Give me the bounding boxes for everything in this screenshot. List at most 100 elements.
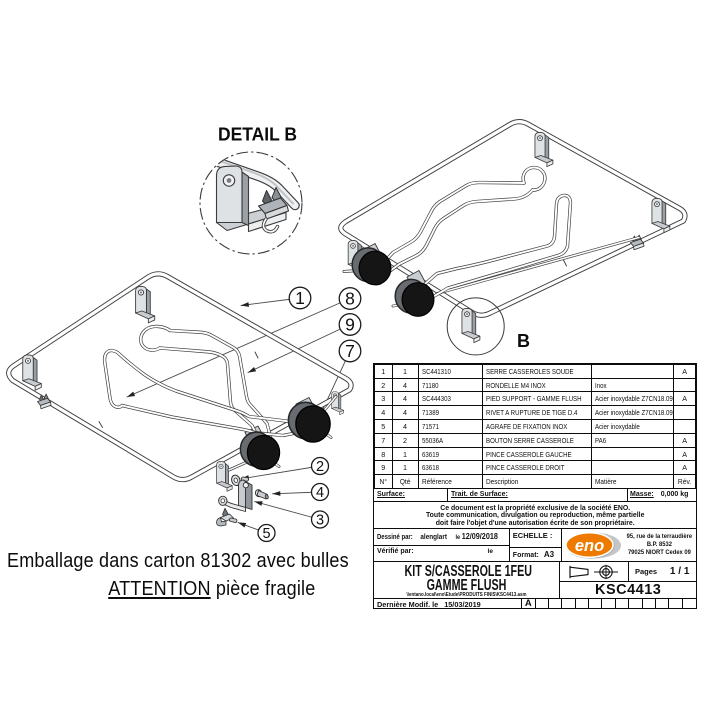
- cell-qty: 4: [391, 419, 419, 434]
- cell-rev: A: [672, 460, 697, 476]
- revision-letter-cell: A: [522, 598, 536, 610]
- projection-symbol-cell: [560, 562, 629, 582]
- callout-9: [338, 313, 362, 336]
- cell-qty: 4: [391, 391, 419, 407]
- callout-balloons: 1 8 9 7 2 4 3 5: [257, 286, 362, 543]
- cell-n: 7: [374, 432, 393, 448]
- revision-strip-cell: [576, 598, 590, 610]
- exploded-parts: [216, 474, 269, 527]
- exploded-view: [6, 271, 354, 534]
- header-mat: Matière: [594, 477, 617, 487]
- callout-1: [288, 286, 312, 310]
- cell-ref: 71571: [421, 421, 439, 431]
- cell-desc: RONDELLE M4 INOX: [485, 380, 546, 390]
- callout-8-number: 8: [345, 289, 355, 309]
- revision-strip-cell: [616, 598, 630, 610]
- cell-mat: Acier inoxydable Z7CN18.09: [594, 408, 673, 418]
- cell-rev: [672, 377, 697, 393]
- header-desc: Description: [485, 477, 518, 487]
- cell-n: 9: [374, 460, 393, 476]
- cell-desc: PIED SUPPORT - GAMME FLUSH: [485, 394, 582, 404]
- cell-mat: Acier inoxydable: [594, 421, 640, 431]
- format-cell: Format: A3: [510, 548, 561, 561]
- callout-3-number: 3: [316, 513, 324, 529]
- cell-ref: 63618: [421, 463, 439, 473]
- cell-ref: 71389: [421, 408, 439, 418]
- detail-b-indicator-circle: [446, 297, 505, 356]
- eno-logo: eno: [564, 531, 621, 559]
- header-n: N°: [379, 477, 388, 487]
- cell-qty: 2: [391, 432, 419, 448]
- cell-ref: SC444303: [421, 394, 451, 404]
- pages-label: Pages: [635, 567, 658, 577]
- cell-qty: 1: [391, 363, 419, 379]
- revision-strip-cell: [589, 598, 603, 610]
- callout-2-number: 2: [316, 459, 324, 475]
- file-path: \\entano.local\eno\Etude\PRODUITS FINIS\…: [406, 592, 527, 598]
- cell-qty: 1: [391, 460, 419, 476]
- revision-strip-cell: [643, 598, 657, 610]
- table-header-row: N° Qté Référence Description Matière Rév…: [374, 474, 697, 490]
- attention-word: ATTENTION: [108, 577, 211, 600]
- last-modified-label: Dernière Modif. le: [377, 600, 439, 610]
- cell-desc: SERRE CASSEROLES SOUDE: [485, 366, 574, 376]
- callout-3: [310, 510, 330, 529]
- company-address: 95, rue de la terraudière B.P. 8532 7902…: [626, 533, 692, 557]
- cell-qty: 4: [391, 405, 419, 421]
- drawing-title-line1: KIT S/CASSEROLE 1FEU: [404, 563, 532, 581]
- cell-n: 5: [374, 419, 393, 434]
- packaging-note-line1: Emballage dans carton 81302 avec bulles: [7, 549, 349, 572]
- callout-4-number: 4: [316, 485, 324, 501]
- revision-strip-cell: [562, 598, 576, 610]
- fragile-text: pièce fragile: [210, 577, 316, 600]
- cell-desc: PINCE CASSEROLE GAUCHE: [485, 449, 572, 459]
- packaging-note: Emballage dans carton 81302 avec bulles …: [7, 549, 377, 601]
- header-ref: Référence: [421, 477, 452, 487]
- drawn-by-name: alenglart: [420, 532, 447, 542]
- cell-mat: PA6: [594, 435, 606, 445]
- cell-rev: A: [672, 363, 697, 379]
- cell-rev: [672, 405, 697, 421]
- revision-strip-cell: [669, 598, 683, 610]
- clamp-knob-icon: [287, 401, 331, 443]
- cell-n: 4: [374, 405, 393, 421]
- cell-ref: 71180: [421, 380, 439, 390]
- pages-value: 1 / 1: [669, 566, 690, 578]
- header-qty: Qté: [399, 477, 411, 487]
- cell-rev: A: [672, 432, 697, 448]
- revision-strip-cell: [656, 598, 670, 610]
- clamp-knob-icon: [351, 247, 392, 286]
- callout-4: [310, 482, 330, 502]
- clamp-knob-icon: [239, 431, 281, 471]
- detail-b-view: [199, 151, 303, 255]
- scale-label: ECHELLE :: [512, 531, 553, 541]
- eno-logo-text: eno: [574, 537, 603, 555]
- revision-strip-cell: [629, 598, 643, 610]
- cell-desc: PINCE CASSEROLE DROIT: [485, 463, 564, 473]
- cell-mat: Inox: [594, 380, 607, 390]
- cell-ref: 55036A: [421, 435, 443, 445]
- part-number-cell: KSC4413: [560, 582, 696, 597]
- callout-5-number: 5: [262, 526, 270, 542]
- foot-bracket-icon: [135, 285, 156, 324]
- revision-strip-cell: [549, 598, 563, 610]
- cell-desc: AGRAFE DE FIXATION INOX: [485, 421, 567, 431]
- frame-tube: [6, 271, 354, 483]
- callout-9-number: 9: [345, 315, 355, 335]
- callout-5: [257, 523, 276, 543]
- cell-ref: 63619: [421, 449, 439, 459]
- assembled-view: [338, 119, 688, 356]
- last-modified-cell: Dernière Modif. le 15/03/2019: [374, 598, 522, 610]
- drawing-title-cell: KIT S/CASSEROLE 1FEU GAMME FLUSH \\entan…: [374, 562, 560, 598]
- drawing-title-line2: GAMME FLUSH: [426, 576, 507, 594]
